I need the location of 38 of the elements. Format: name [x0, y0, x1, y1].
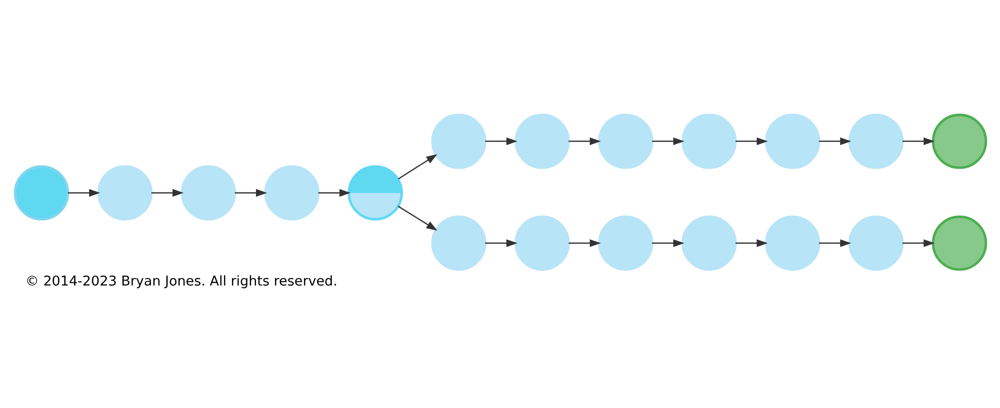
node-circle: [96, 164, 152, 220]
arrow: [484, 136, 517, 145]
arrow: [318, 188, 350, 196]
node-circle: [13, 164, 69, 220]
arrow: [484, 238, 517, 247]
node-circle: [681, 215, 736, 270]
node-circle: [764, 113, 820, 168]
arrow: [735, 238, 768, 247]
node-circle: [598, 215, 653, 270]
node-circle: [430, 113, 486, 168]
arrow: [234, 188, 267, 196]
arrow: [818, 238, 851, 247]
arrow: [67, 188, 100, 196]
node-circle: [931, 215, 987, 270]
node-circle: [264, 164, 319, 220]
node-circle: [764, 215, 820, 270]
arrow: [902, 136, 934, 145]
node-circle: [514, 113, 570, 168]
arrow: [397, 205, 437, 230]
node-circle: [347, 164, 402, 220]
node-circle: [598, 113, 653, 168]
node-circle: [681, 113, 736, 168]
node-circle: [931, 113, 987, 168]
arrow: [150, 188, 184, 196]
node-circle: [848, 215, 904, 270]
arrow: [568, 238, 600, 247]
arrow: [902, 238, 934, 247]
node-circle: [180, 164, 236, 220]
arrow: [735, 136, 768, 145]
arrow: [818, 136, 851, 145]
caption: © 2014-2023 Bryan Jones. All rights reserved.: [24, 272, 337, 289]
arrow: [652, 238, 684, 247]
arrow: [397, 154, 437, 180]
node-circle: [848, 113, 904, 168]
node-circle: [430, 215, 486, 270]
arrow: [568, 136, 600, 145]
node-circle: [514, 215, 570, 270]
arrow: [652, 136, 684, 145]
